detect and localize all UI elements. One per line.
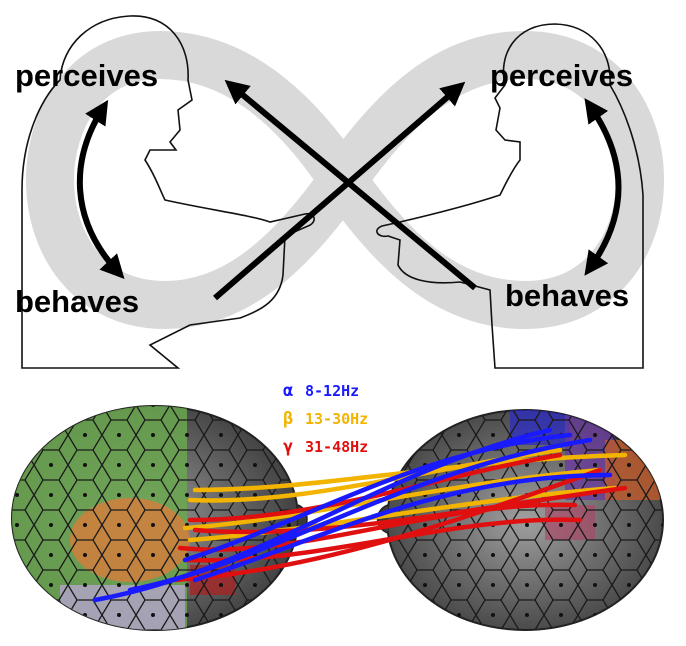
legend-gamma-band: 31-48Hz <box>305 438 368 456</box>
legend-alpha-band: 8-12Hz <box>305 382 359 400</box>
alpha-connection <box>192 472 613 583</box>
interbrain-connections <box>92 427 628 603</box>
alpha-connection <box>127 437 593 593</box>
left-behaves-label: behaves <box>15 284 139 319</box>
legend-alpha-symbol: α <box>283 381 293 401</box>
cross-arrows <box>213 79 477 301</box>
legend-gamma-symbol: γ <box>283 437 293 457</box>
right-perceives-label: perceives <box>490 58 633 93</box>
left-loop-arrow <box>76 99 125 280</box>
alpha-connection <box>182 432 573 563</box>
arrow-left-behaves-to-right-perceives <box>213 81 466 301</box>
internal-arrows <box>76 98 622 280</box>
gamma-connection <box>192 485 628 535</box>
legend-beta-band: 13-30Hz <box>305 410 368 428</box>
arrow-right-behaves-to-left-perceives <box>224 79 477 291</box>
gamma-connection <box>172 467 603 583</box>
beta-connection <box>182 467 603 531</box>
beta-connection <box>187 485 618 543</box>
right-behaves-label: behaves <box>505 278 629 313</box>
gamma-connection <box>177 502 578 552</box>
left-perceives-label: perceives <box>15 58 158 93</box>
legend-beta-symbol: β <box>283 409 293 429</box>
right-person-silhouette <box>376 23 644 369</box>
frequency-legend: α 8-12Hz β 13-30Hz γ 31-48Hz <box>283 381 368 457</box>
right-loop-arrow <box>584 98 622 276</box>
gamma-connection <box>187 452 563 523</box>
beta-connection <box>192 452 628 493</box>
